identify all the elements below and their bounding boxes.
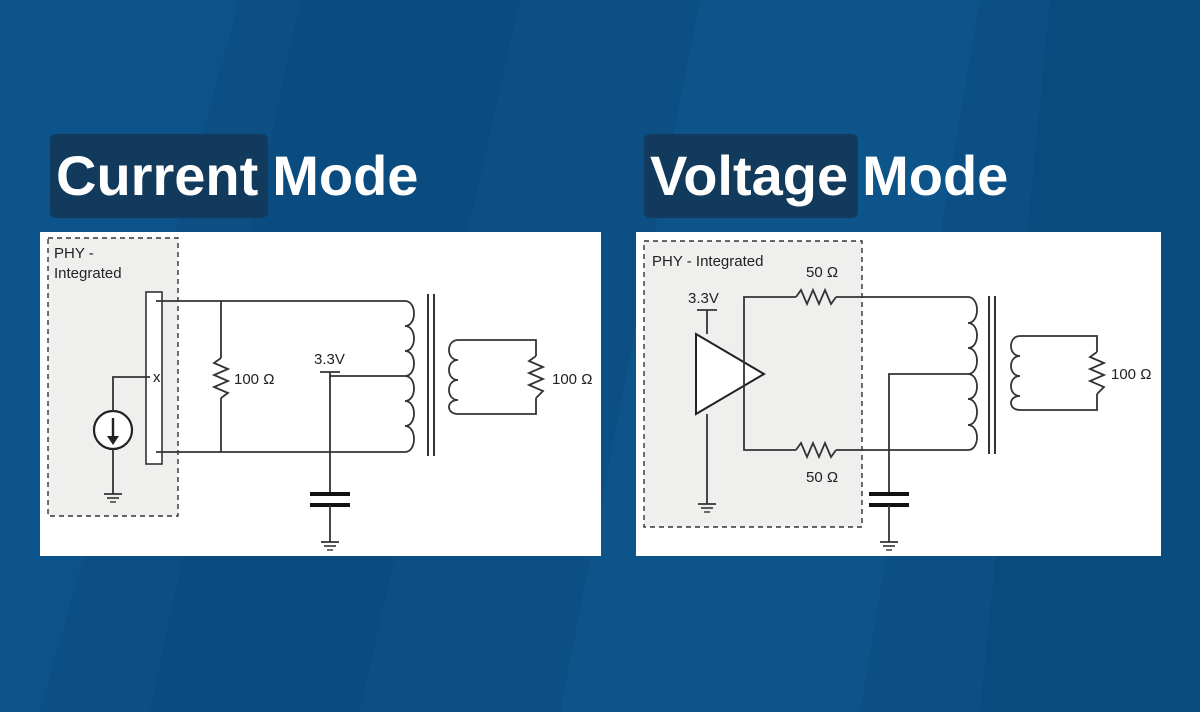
resistor-50-ohm-bottom (795, 440, 837, 460)
transformer-secondary-coil (448, 339, 459, 415)
capacitor-icon (869, 492, 909, 507)
driver-amplifier-icon (695, 332, 766, 416)
current-mode-diagram: PHY - Integrated x 100 Ω 3.3V (40, 232, 601, 556)
voltage-mode-schematic: PHY - Integrated 3.3V 50 Ω 50 Ω (643, 240, 1151, 551)
transformer-primary-coil (404, 300, 415, 453)
current-mode-title-rest: Mode (272, 144, 419, 207)
current-mode-schematic: PHY - Integrated x 100 Ω 3.3V (47, 237, 592, 551)
supply-label: 3.3V (314, 351, 345, 368)
resistor-100-ohm (211, 357, 231, 399)
ground-icon-cap (321, 541, 339, 551)
ground-icon-phy (104, 493, 122, 503)
phy-label: PHY - Integrated (652, 253, 763, 270)
voltage-mode-diagram: PHY - Integrated 3.3V 50 Ω 50 Ω (636, 232, 1161, 556)
voltage-mode-title-highlight: Voltage (644, 134, 859, 218)
top-resistor-label: 50 Ω (806, 264, 838, 281)
bottom-resistor-label: 50 Ω (806, 469, 838, 486)
load-label: 100 Ω (1111, 366, 1151, 383)
supply-label: 3.3V (688, 290, 719, 307)
load-resistor-100-ohm (526, 355, 546, 399)
ground-icon-phy (698, 503, 716, 513)
phy-integrated-box (643, 240, 863, 528)
current-mode-title-highlight: Current (50, 134, 269, 218)
current-source-icon (92, 409, 134, 451)
load-resistor-100-ohm (1087, 351, 1107, 395)
phy-label-line1: PHY - (54, 245, 94, 262)
resistor-50-ohm-top (795, 287, 837, 307)
x-mark: x (153, 369, 161, 386)
transformer-secondary-coil (1010, 335, 1021, 411)
transformer-primary-coil (967, 296, 978, 451)
resistor-label: 100 Ω (234, 371, 274, 388)
phy-label-line2: Integrated (54, 265, 122, 282)
connector-strip (145, 291, 163, 465)
capacitor-icon (310, 492, 350, 507)
ground-icon-cap (880, 541, 898, 551)
voltage-mode-title-rest: Mode (862, 144, 1009, 207)
load-label: 100 Ω (552, 371, 592, 388)
